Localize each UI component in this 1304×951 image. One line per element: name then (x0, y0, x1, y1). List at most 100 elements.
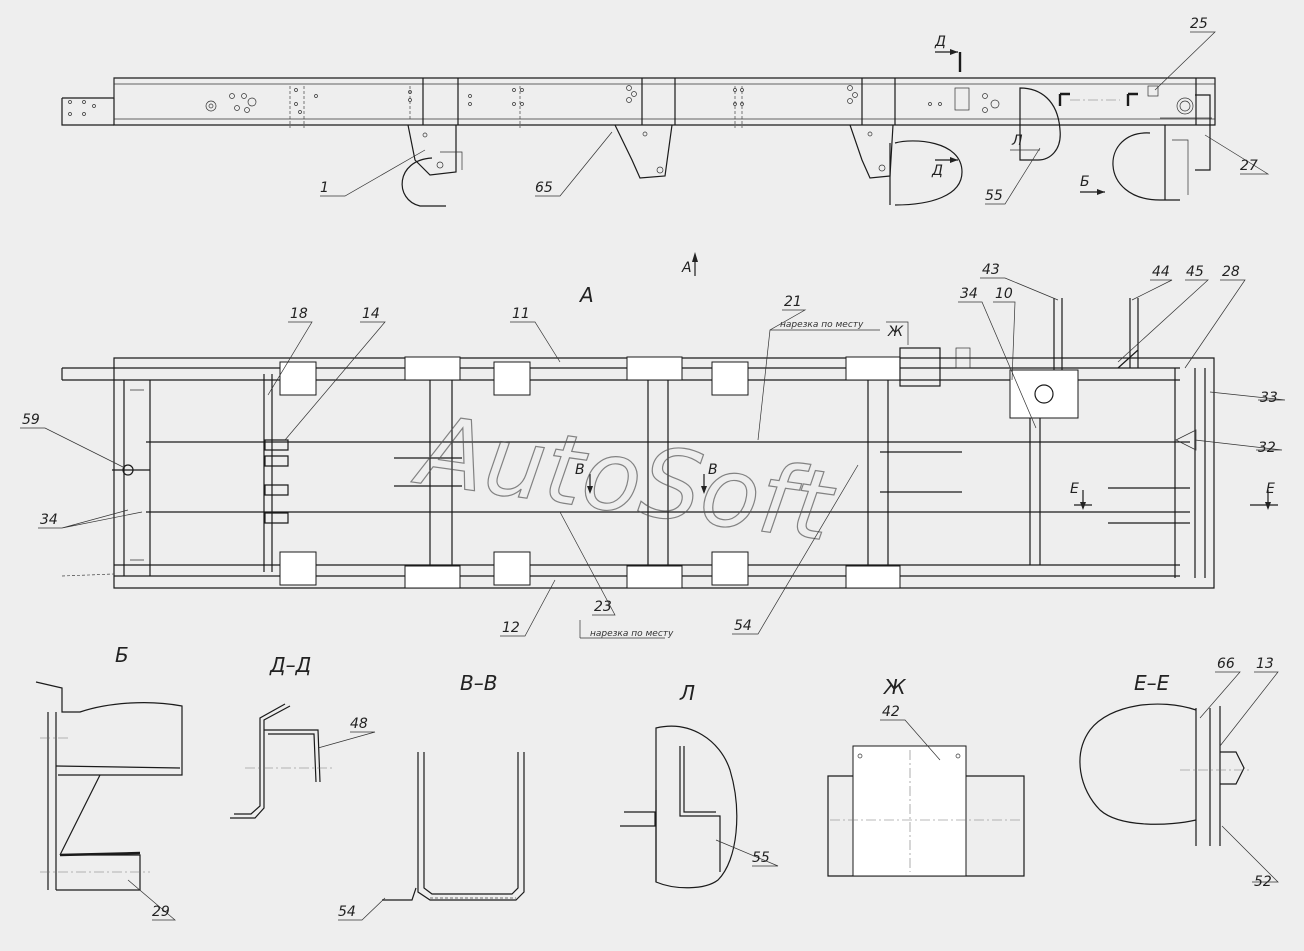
svg-text:Е: Е (1266, 481, 1275, 497)
svg-text:25: 25 (1190, 16, 1208, 32)
callout-43: 43 (980, 262, 1059, 301)
svg-text:В: В (575, 462, 585, 478)
svg-text:28: 28 (1222, 264, 1240, 280)
svg-text:В–В: В–В (460, 671, 497, 695)
callout-27: 27 (1204, 134, 1270, 175)
watermark-text: AutoSoft (407, 394, 842, 564)
svg-text:45: 45 (1186, 264, 1204, 280)
svg-text:10: 10 (995, 286, 1013, 302)
callout-65: 65 (535, 131, 613, 197)
svg-text:52: 52 (1254, 874, 1272, 890)
section-arrow-d-side: Д (931, 157, 958, 179)
svg-text:Л: Л (679, 681, 695, 705)
svg-text:65: 65 (535, 180, 553, 196)
svg-text:11: 11 (512, 306, 530, 322)
svg-text:55: 55 (752, 850, 770, 866)
section-arrow-zh: Ж (886, 321, 909, 345)
svg-text:Л: Л (1011, 133, 1023, 149)
svg-text:44: 44 (1152, 264, 1170, 280)
svg-text:12: 12 (502, 620, 520, 636)
svg-text:43: 43 (982, 262, 1000, 278)
callout-48: 48 (317, 716, 376, 749)
section-arrow-e-left: Е (1070, 481, 1092, 510)
callout-21: 21 (757, 294, 807, 441)
callout-25: 25 (1154, 16, 1216, 91)
svg-text:13: 13 (1256, 656, 1274, 672)
svg-text:66: 66 (1217, 656, 1235, 672)
callout-45: 45 (1117, 264, 1209, 363)
callout-28: 28 (1184, 264, 1246, 369)
callout-52: 52 (1221, 825, 1279, 890)
callout-11: 11 (510, 306, 561, 363)
section-arrow-v-left: В (575, 462, 593, 494)
svg-text:нарезка по месту: нарезка по месту (780, 320, 864, 330)
svg-text:55: 55 (985, 188, 1003, 204)
svg-text:18: 18 (290, 306, 308, 322)
svg-text:54: 54 (734, 618, 752, 634)
note-cut-in-place-bottom: нарезка по месту (579, 620, 674, 639)
svg-text:54: 54 (338, 904, 356, 920)
callout-32: 32 (1194, 439, 1283, 456)
callout-14: 14 (284, 306, 386, 441)
svg-text:Б: Б (115, 643, 129, 667)
callout-54-plan: 54 (732, 464, 859, 635)
callout-12: 12 (500, 579, 556, 637)
svg-text:29: 29 (152, 904, 170, 920)
callout-13: 13 (1219, 656, 1279, 747)
svg-text:А: А (681, 260, 692, 276)
side-view-frame (61, 77, 1216, 207)
svg-text:34: 34 (960, 286, 978, 302)
svg-text:Е: Е (1070, 481, 1079, 497)
note-cut-in-place-top: нарезка по месту (770, 320, 880, 331)
svg-text:42: 42 (882, 704, 900, 720)
svg-text:Е–Е: Е–Е (1134, 671, 1170, 695)
svg-text:21: 21 (784, 294, 802, 310)
section-arrow-b: Б (1080, 174, 1105, 195)
callout-54-section: 54 (338, 897, 386, 921)
svg-text:В: В (708, 462, 718, 478)
svg-text:48: 48 (350, 716, 368, 732)
svg-text:Б: Б (1080, 174, 1090, 190)
callout-42: 42 (880, 704, 941, 761)
callout-44: 44 (1131, 264, 1173, 301)
callout-59: 59 (20, 412, 126, 469)
section-arrow-v-right: В (701, 462, 718, 494)
view-a-title: А А (578, 252, 698, 307)
plan-view-frame (61, 298, 1215, 589)
section-d: Д–Д (230, 653, 335, 819)
svg-text:14: 14 (362, 306, 380, 322)
svg-text:32: 32 (1258, 440, 1276, 456)
section-e: Е–Е (1079, 671, 1250, 846)
callout-18: 18 (267, 306, 313, 396)
section-arrow-e-right: Е (1250, 481, 1278, 510)
svg-text:Д: Д (934, 34, 946, 50)
svg-text:нарезка по месту: нарезка по месту (590, 629, 674, 639)
callout-34-right: 34 (958, 286, 1037, 429)
svg-text:Д–Д: Д–Д (269, 653, 311, 677)
section-zh: Ж (827, 675, 1025, 877)
callout-55-top: 55 (985, 147, 1041, 205)
callout-1: 1 (320, 149, 426, 197)
callout-33: 33 (1209, 390, 1286, 406)
svg-text:Ж: Ж (887, 324, 904, 340)
section-b: Б (35, 643, 183, 891)
callout-10: 10 (993, 286, 1016, 381)
callout-34-left: 34 (38, 509, 143, 529)
callout-55-detail: 55 (715, 839, 779, 867)
svg-text:59: 59 (22, 412, 40, 428)
svg-text:34: 34 (40, 512, 58, 528)
svg-text:А: А (578, 283, 594, 307)
svg-text:1: 1 (320, 180, 329, 196)
section-l: Л (620, 681, 738, 889)
svg-text:Ж: Ж (882, 675, 907, 699)
section-arrow-l: Л (1010, 133, 1040, 151)
callout-29: 29 (127, 879, 176, 921)
section-v: В–В (382, 671, 525, 901)
callout-23: 23 (559, 511, 616, 616)
svg-text:23: 23 (594, 599, 612, 615)
svg-text:27: 27 (1240, 158, 1258, 174)
callout-66: 66 (1199, 656, 1241, 719)
svg-text:Д: Д (931, 163, 943, 179)
svg-text:33: 33 (1260, 390, 1278, 406)
